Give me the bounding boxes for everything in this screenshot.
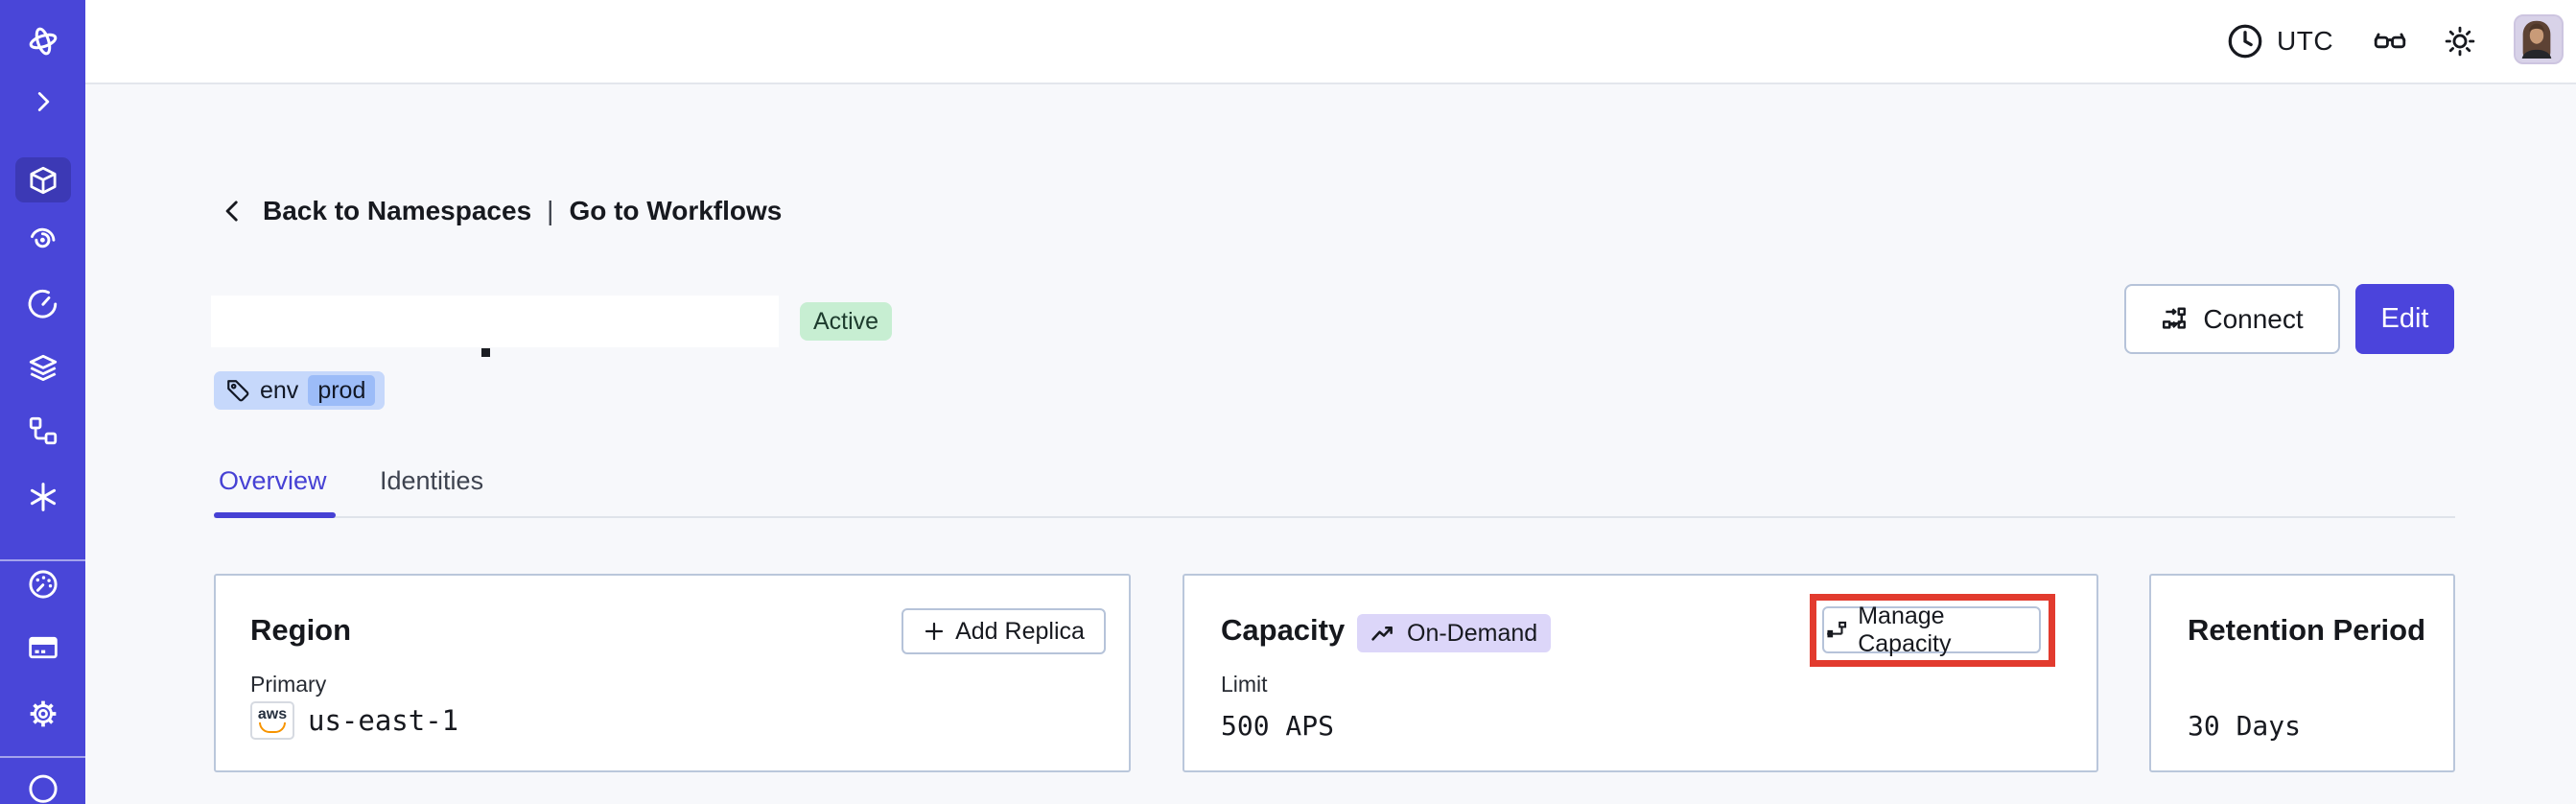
namespace-tag-chip[interactable]: env prod — [214, 371, 386, 410]
tab-overview[interactable]: Overview — [219, 466, 327, 495]
sidebar-expand-icon[interactable] — [27, 87, 59, 116]
sidebar-item-settings[interactable] — [27, 698, 59, 730]
theme-toggle[interactable] — [2443, 24, 2477, 59]
retention-value: 30 Days — [2188, 710, 2302, 742]
tab-identities[interactable]: Identities — [380, 466, 484, 495]
tag-value: prod — [308, 375, 376, 406]
sidebar-divider — [0, 756, 85, 758]
capacity-limit-value: 500 APS — [1221, 710, 1335, 742]
ondemand-badge: On-Demand — [1357, 614, 1552, 652]
settings-gear-icon — [30, 700, 56, 727]
edit-button[interactable]: Edit — [2355, 284, 2454, 354]
highlight-annotation — [1810, 594, 2055, 667]
region-card: Region Primary aws us-east-1 Add Replica — [214, 574, 1131, 772]
sidebar-item-deployments[interactable] — [27, 352, 59, 385]
go-to-workflows-link[interactable]: Go to Workflows — [569, 196, 783, 225]
batch-operations-workflow-icon — [29, 416, 57, 445]
avatar-image — [2516, 16, 2558, 59]
sidebar-item-batch-operations[interactable] — [27, 414, 59, 447]
region-card-title: Region — [250, 613, 352, 647]
sidebar-nav — [0, 0, 85, 804]
workflows-spiral-icon — [30, 227, 55, 248]
topbar: UTC — [85, 0, 2576, 84]
retention-card: Retention Period 30 Days — [2149, 574, 2455, 772]
glasses-icon — [2374, 33, 2406, 49]
clock-icon — [2228, 24, 2262, 59]
aws-logo: aws — [250, 701, 294, 740]
temporal-logo[interactable] — [27, 25, 59, 58]
breadcrumb: Back to Namespaces | Go to Workflows — [219, 196, 782, 226]
namespaces-cube-icon — [27, 164, 59, 197]
back-icon[interactable] — [219, 197, 247, 225]
redaction-artifact — [481, 348, 490, 357]
aws-smile-icon — [259, 722, 286, 733]
add-replica-label: Add Replica — [955, 617, 1085, 645]
sun-icon — [2445, 26, 2475, 57]
nexus-asterisk-icon — [30, 483, 56, 511]
timezone-selector[interactable]: UTC — [2226, 22, 2333, 60]
region-primary-label: Primary — [250, 672, 327, 697]
manage-capacity-label: Manage Capacity — [1858, 602, 1952, 657]
ondemand-badge-label: On-Demand — [1407, 619, 1538, 647]
aws-logo-text: aws — [257, 706, 288, 722]
sliders-icon — [1827, 621, 1847, 637]
region-value-row: aws us-east-1 — [250, 701, 458, 740]
status-badge-label: Active — [813, 307, 879, 335]
timezone-label: UTC — [2277, 26, 2334, 56]
billing-card-icon — [28, 636, 58, 659]
sidebar-item-workflows[interactable] — [27, 223, 59, 255]
deployments-layers-icon — [29, 354, 57, 382]
tab-overview-underline — [214, 512, 336, 518]
sidebar-divider — [0, 559, 85, 561]
usage-gauge-icon — [28, 570, 58, 599]
sidebar-item-usage[interactable] — [27, 568, 59, 601]
tag-key: env — [260, 376, 299, 404]
trend-up-icon — [1371, 627, 1393, 641]
tabs-divider — [214, 516, 2455, 518]
profile-icon — [28, 774, 58, 803]
connect-button-label: Connect — [2203, 303, 2304, 334]
sidebar-item-profile[interactable] — [27, 771, 59, 804]
namespace-title-redacted — [211, 296, 779, 347]
user-avatar[interactable] — [2514, 14, 2564, 64]
sidebar-item-billing[interactable] — [27, 631, 59, 664]
connect-button[interactable]: Connect — [2124, 284, 2340, 354]
add-replica-button[interactable]: Add Replica — [902, 608, 1106, 654]
capacity-card-title: Capacity — [1221, 613, 1346, 647]
sidebar-item-schedules[interactable] — [27, 288, 59, 320]
manage-capacity-button[interactable]: Manage Capacity — [1822, 603, 2041, 657]
tag-icon — [227, 380, 249, 402]
retention-card-title: Retention Period — [2188, 613, 2426, 647]
connect-icon — [2163, 307, 2187, 329]
sidebar-item-nexus[interactable] — [27, 481, 59, 513]
main-content: Back to Namespaces | Go to Workflows Act… — [85, 84, 2576, 804]
sidebar-item-namespaces[interactable] — [14, 157, 71, 202]
breadcrumb-separator: | — [547, 196, 554, 225]
edit-button-label: Edit — [2380, 303, 2429, 334]
schedules-clock-icon — [28, 289, 57, 319]
plus-icon — [925, 622, 944, 641]
region-value: us-east-1 — [308, 704, 459, 737]
status-badge: Active — [800, 302, 893, 341]
labs-toggle[interactable] — [2372, 24, 2408, 59]
capacity-limit-label: Limit — [1221, 672, 1268, 697]
back-to-namespaces-link[interactable]: Back to Namespaces — [263, 196, 532, 225]
